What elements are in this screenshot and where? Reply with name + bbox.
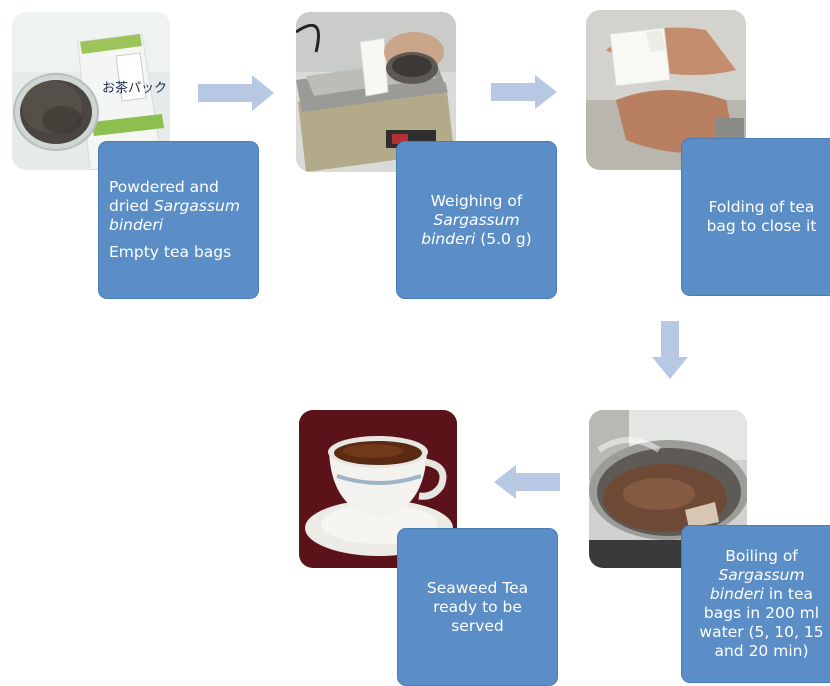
package-label: お茶パック xyxy=(102,80,167,96)
step-1-line-2b: Sargassum xyxy=(153,197,240,215)
photo-boiling xyxy=(589,410,747,568)
step-3-box: Folding of tea bag to close it xyxy=(681,138,830,296)
step-3-line-2: bag to close it xyxy=(706,217,817,235)
step-1-line-3: binderi xyxy=(109,216,164,234)
step-4-line-3a: binderi xyxy=(709,585,764,603)
step-2-line-1: Weighing of xyxy=(430,191,523,210)
step-4-line-1: Boiling of xyxy=(725,547,798,565)
step-4-line-6: and 20 min) xyxy=(714,642,809,660)
step-1-box: Powdered and dried Sargassum binderi Emp… xyxy=(98,141,259,299)
step-5-line-1: Seaweed Tea xyxy=(426,578,529,597)
step-5-box: Seaweed Tea ready to be served xyxy=(397,528,558,686)
arrow-right-1 xyxy=(198,75,274,111)
arrow-right-2 xyxy=(491,75,557,109)
step-4-line-5: water (5, 10, 15 xyxy=(699,623,824,641)
step-4-box: Boiling of Sargassum binderi in tea bags… xyxy=(681,525,830,683)
step-1-line-4: Empty tea bags xyxy=(109,243,232,261)
step-1-line-1: Powdered and xyxy=(109,178,219,196)
step-5-line-2: ready to be xyxy=(433,597,522,616)
step-5-line-3: served xyxy=(451,616,504,635)
step-1-line-2a: dried xyxy=(109,197,154,215)
step-2-line-2: Sargassum xyxy=(433,210,520,229)
step-4-line-4: bags in 200 ml xyxy=(703,604,820,622)
step-2-box: Weighing of Sargassum binderi (5.0 g) xyxy=(396,141,557,299)
photo-folding xyxy=(586,10,746,170)
arrow-down xyxy=(652,321,688,379)
step-4-line-2: Sargassum xyxy=(718,566,805,584)
step-2-line-3b: (5.0 g) xyxy=(475,229,532,248)
step-3-line-1: Folding of tea xyxy=(708,198,815,216)
step-4-line-3b: in tea xyxy=(763,585,814,603)
arrow-left xyxy=(494,465,560,499)
photo-powdered-seaweed: お茶パック xyxy=(12,12,170,170)
step-2-line-3a: binderi xyxy=(421,229,476,248)
